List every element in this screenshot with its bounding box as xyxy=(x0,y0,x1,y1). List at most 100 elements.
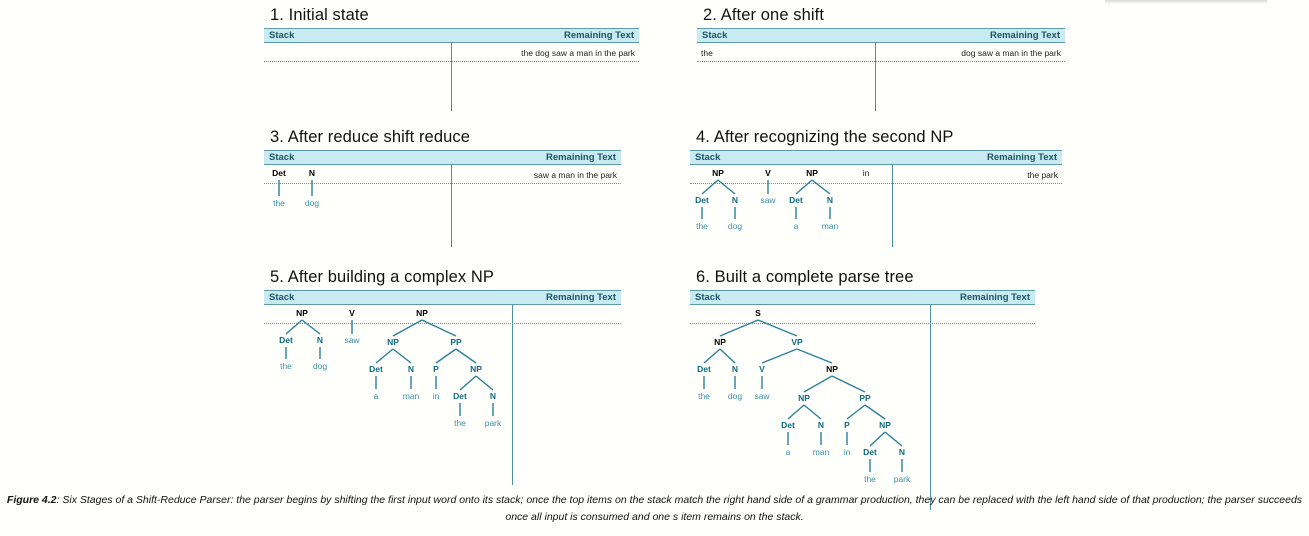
tree-edge xyxy=(703,348,721,364)
stage-2-stack-text: the xyxy=(701,48,713,58)
tree-leaf-man: man xyxy=(822,221,839,231)
tree-leaf-a: a xyxy=(374,391,379,401)
tree-edge xyxy=(375,348,394,364)
tree-node-np: NP xyxy=(712,168,724,178)
stage-4-header-row: Stack Remaining Text xyxy=(690,150,1062,165)
tree-edge xyxy=(301,319,321,335)
tree-edge xyxy=(757,319,798,337)
tree-leaf-in: in xyxy=(844,447,851,457)
stage-5: 5. After building a complex NP Stack Rem… xyxy=(264,268,621,485)
tree-node-np: NP xyxy=(296,308,308,318)
tree-edge xyxy=(701,179,719,195)
column-header-remaining: Remaining Text xyxy=(959,292,1030,303)
stage-3-header-row: Stack Remaining Text xyxy=(264,150,621,165)
stage-4-parse-forest: NP Det N the dog V saw NP xyxy=(690,165,900,235)
column-header-stack: Stack xyxy=(695,292,721,303)
stage-1-remaining-text: the dog saw a man in the park xyxy=(521,48,635,58)
tree-node-pp: PP xyxy=(450,337,462,347)
tree-edge xyxy=(795,179,813,195)
tree-edge xyxy=(803,375,833,393)
stage-2-stack-baseline xyxy=(697,61,1065,62)
stage-2-body: the dog saw a man in the park xyxy=(697,43,1065,111)
tree-leaf-saw: saw xyxy=(754,391,770,401)
stage-5-stack-baseline xyxy=(264,323,621,324)
tree-edge xyxy=(864,404,886,420)
tree-node-det: Det xyxy=(781,420,795,430)
column-header-stack: Stack xyxy=(702,30,728,41)
stage-6-body: S NP Det N the dog VP xyxy=(690,305,1035,510)
tree-edge xyxy=(392,319,423,337)
stage-1-column-divider xyxy=(451,43,452,111)
tree-node-np: NP xyxy=(826,364,838,374)
stage-6-title: 6. Built a complete parse tree xyxy=(696,268,914,286)
stage-2-remaining-text: dog saw a man in the park xyxy=(961,48,1061,58)
stage-4-remaining-text: the park xyxy=(1027,170,1058,180)
stage-2: 2. After one shift Stack Remaining Text … xyxy=(697,6,1065,111)
tree-leaf-a: a xyxy=(794,221,799,231)
tree-node-s: S xyxy=(755,308,761,318)
tree-leaf-in: in xyxy=(433,391,440,401)
tree-edge xyxy=(869,431,886,447)
stage-3-column-divider xyxy=(451,165,452,247)
column-header-stack: Stack xyxy=(269,292,295,303)
tree-node-n: N xyxy=(827,195,833,205)
stage-4-stack-baseline xyxy=(690,183,1062,184)
tree-leaf-man: man xyxy=(813,447,830,457)
tree-node-np: NP xyxy=(798,393,810,403)
stage-2-header-row: Stack Remaining Text xyxy=(697,28,1065,43)
tree-edge xyxy=(831,375,866,393)
figure-caption-text: : Six Stages of a Shift-Reduce Parser: t… xyxy=(56,494,1303,523)
tree-node-det: Det xyxy=(272,168,286,178)
column-header-remaining: Remaining Text xyxy=(545,152,616,163)
tree-edge xyxy=(392,348,412,364)
tree-edge xyxy=(421,319,457,337)
stage-1-body: the dog saw a man in the park xyxy=(264,43,639,111)
tree-node-det: Det xyxy=(453,391,467,401)
tree-leaf-dog: dog xyxy=(305,198,319,208)
figure-caption-label: Figure 4.2 xyxy=(6,494,57,506)
tree-leaf-dog: dog xyxy=(728,391,742,401)
column-header-remaining: Remaining Text xyxy=(563,30,634,41)
tree-node-det: Det xyxy=(695,195,709,205)
tree-leaf-the: the xyxy=(696,221,708,231)
tree-node-v: V xyxy=(349,308,355,318)
stage-6-table: Stack Remaining Text S NP Det N xyxy=(690,290,1035,510)
tree-node-np: NP xyxy=(470,364,482,374)
tree-node-det: Det xyxy=(789,195,803,205)
stage-3-table: Stack Remaining Text saw a man in the pa… xyxy=(264,150,621,247)
stage-5-title: 5. After building a complex NP xyxy=(270,268,495,286)
tree-token-in: in xyxy=(863,168,870,178)
stage-1-table: Stack Remaining Text the dog saw a man i… xyxy=(264,28,639,111)
stage-1-header-row: Stack Remaining Text xyxy=(264,28,639,43)
tree-node-np: NP xyxy=(387,337,399,347)
tree-leaf-saw: saw xyxy=(760,195,776,205)
stage-5-parse-forest: NP Det N the dog V saw NP xyxy=(264,305,514,460)
figure-caption: Figure 4.2: Six Stages of a Shift-Reduce… xyxy=(0,492,1309,526)
tree-node-n: N xyxy=(317,335,323,345)
tree-leaf-man: man xyxy=(403,391,420,401)
stage-5-column-divider xyxy=(512,305,513,485)
stage-6-parse-tree: S NP Det N the dog VP xyxy=(690,305,930,500)
stage-1-stack-baseline xyxy=(264,61,639,62)
tree-edge xyxy=(719,319,759,337)
tree-node-n: N xyxy=(309,168,315,178)
tree-leaf-dog: dog xyxy=(313,361,327,371)
column-header-stack: Stack xyxy=(269,30,295,41)
tree-edge xyxy=(455,348,477,364)
tree-leaf-park: park xyxy=(894,474,911,484)
tree-leaf-the: the xyxy=(454,418,466,428)
tree-edge xyxy=(787,404,805,420)
column-header-stack: Stack xyxy=(695,152,721,163)
tree-edge xyxy=(884,431,903,447)
tree-node-np: NP xyxy=(879,420,891,430)
stage-6: 6. Built a complete parse tree Stack Rem… xyxy=(690,268,1035,510)
stage-5-body: NP Det N the dog V saw NP xyxy=(264,305,621,485)
column-header-remaining: Remaining Text xyxy=(545,292,616,303)
tree-node-n: N xyxy=(818,420,824,430)
tree-edge xyxy=(811,179,831,195)
page-top-shadow xyxy=(1105,0,1267,4)
stage-4-column-divider xyxy=(892,165,893,247)
tree-node-n: N xyxy=(732,364,738,374)
stage-4-table: Stack Remaining Text the park NP Det N t… xyxy=(690,150,1062,247)
stage-5-header-row: Stack Remaining Text xyxy=(264,290,621,305)
